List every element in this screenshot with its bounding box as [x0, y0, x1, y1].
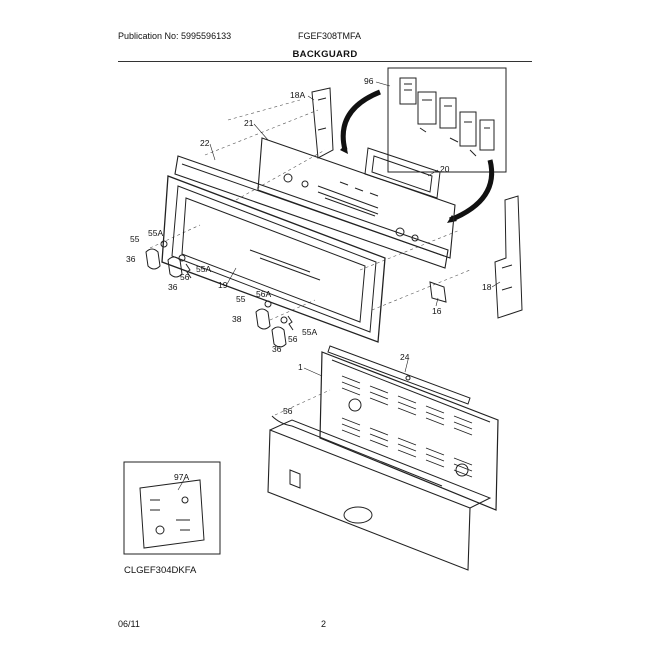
callout-18: 18 — [482, 282, 492, 292]
callout-20: 20 — [440, 164, 450, 174]
callout-56-center: 56 — [288, 334, 298, 344]
callout-22: 22 — [200, 138, 210, 148]
callout-55-center: 55 — [236, 294, 246, 304]
callout-36-center: 36 — [272, 344, 282, 354]
rear-panel-1 — [319, 351, 499, 511]
wire-harness — [271, 415, 443, 487]
callout-36-left-2: 36 — [168, 282, 178, 292]
section-title: BACKGUARD — [292, 49, 358, 60]
callout-38: 38 — [232, 314, 242, 324]
callout-1: 1 — [298, 362, 303, 372]
callout-24: 24 — [400, 352, 410, 362]
callout-56-left: 56 — [180, 272, 190, 282]
callout-55a-left: 55A — [148, 228, 163, 238]
guide-lines — [149, 99, 471, 416]
leader-lines — [177, 81, 501, 491]
control-panel-21 — [257, 137, 456, 259]
publication-number: Publication No: 5995596133 — [118, 31, 232, 41]
end-cap-16 — [429, 281, 447, 303]
top-strip-24 — [327, 345, 471, 405]
callout-36-left: 36 — [126, 254, 136, 264]
callout-55a-left-2: 55A — [196, 264, 211, 274]
callout-16: 16 — [432, 306, 442, 316]
knob-set-center — [255, 300, 294, 348]
bracket-18a — [311, 87, 334, 159]
callout-19: 19 — [218, 280, 228, 290]
callout-55-left: 55 — [130, 234, 140, 244]
callout-96: 96 — [364, 76, 374, 86]
callout-97a: 97A — [174, 472, 189, 482]
inset-board-box — [123, 461, 221, 555]
trim-22 — [174, 155, 449, 269]
footer-page-number: 2 — [321, 619, 327, 629]
bracket-18 — [494, 195, 523, 319]
callout-21: 21 — [244, 118, 254, 128]
rear-cover — [267, 419, 492, 571]
knob-set-left — [145, 240, 192, 279]
inset-model-label: CLGEF304DKFA — [124, 565, 197, 576]
control-board-assembly — [387, 67, 507, 173]
overlay-frame-19 — [161, 175, 386, 343]
model-number: FGEF308TMFA — [298, 31, 362, 41]
display-window-20 — [364, 147, 441, 199]
header-rule — [118, 61, 532, 62]
footer-date: 06/11 — [118, 619, 140, 629]
curved-arrows — [340, 89, 495, 223]
callout-56a: 56A — [256, 289, 271, 299]
callout-18a: 18A — [290, 90, 305, 100]
callout-55a-center: 55A — [302, 327, 317, 337]
callout-56-lower: 56 — [283, 406, 293, 416]
